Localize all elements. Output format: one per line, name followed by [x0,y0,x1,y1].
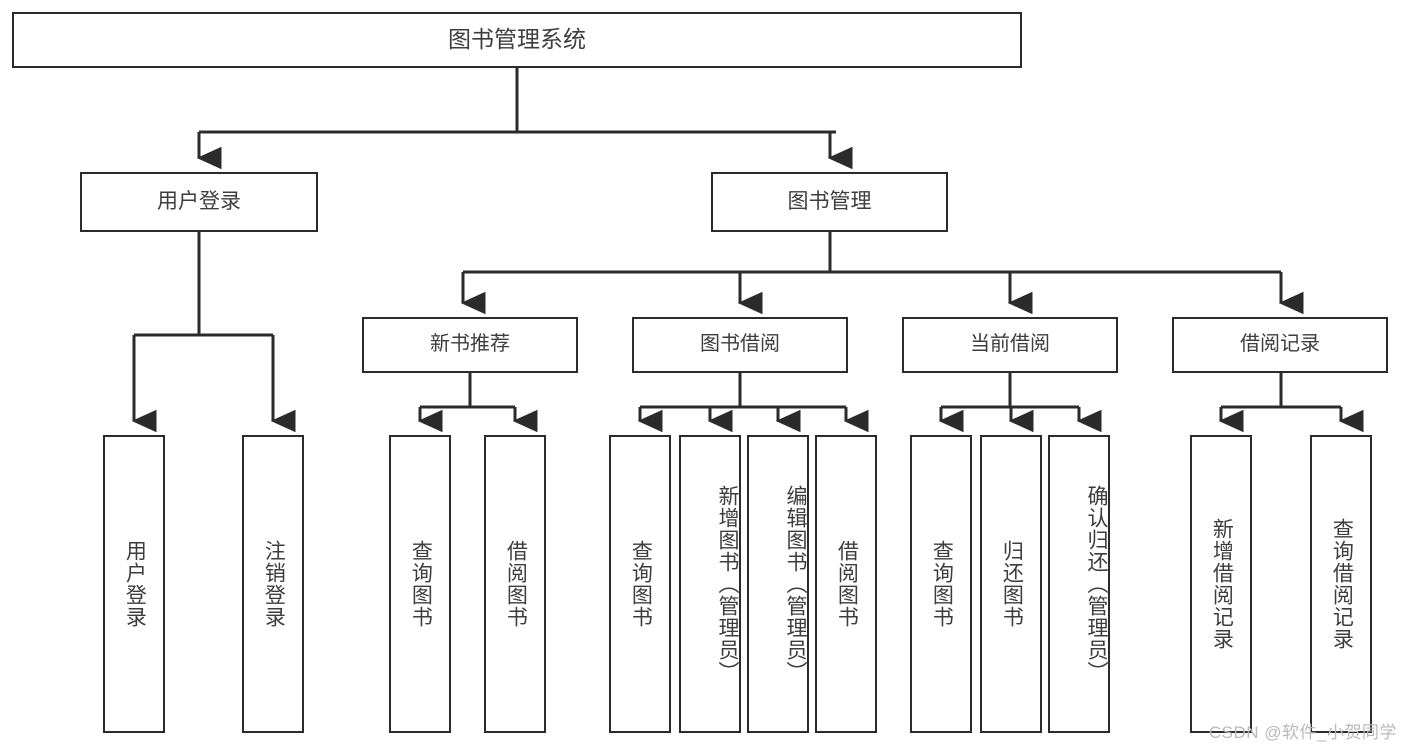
node-borrow-record[interactable]: 借阅记录 [1172,317,1388,373]
node-leaf-borrow-book-2-label: 借阅图书 [835,540,859,628]
node-new-book-rec-label: 新书推荐 [430,333,510,356]
node-leaf-add-record[interactable]: 新增借阅记录 [1190,435,1252,733]
node-leaf-edit-book[interactable]: 编辑图书（管理员） [747,435,809,733]
node-leaf-confirm-return[interactable]: 确认归还（管理员） [1048,435,1110,733]
node-leaf-borrow-book-1-label: 借阅图书 [504,540,528,628]
node-root[interactable]: 图书管理系统 [12,12,1022,68]
watermark: CSDN @软件_小贺同学 [1208,723,1397,742]
node-book-borrow[interactable]: 图书借阅 [632,317,848,373]
node-leaf-borrow-book-1[interactable]: 借阅图书 [484,435,546,733]
node-leaf-add-book-label: 新增图书（管理员） [716,485,739,683]
node-leaf-add-book[interactable]: 新增图书（管理员） [679,435,741,733]
node-leaf-query-book-3[interactable]: 查询图书 [910,435,972,733]
node-leaf-return-book[interactable]: 归还图书 [980,435,1042,733]
node-root-label: 图书管理系统 [448,26,586,53]
node-book-borrow-label: 图书借阅 [700,333,780,356]
node-leaf-return-book-label: 归还图书 [1000,540,1024,628]
node-leaf-query-book-2-label: 查询图书 [629,540,653,628]
node-leaf-user-login[interactable]: 用户登录 [103,435,165,733]
node-leaf-add-record-label: 新增借阅记录 [1210,518,1234,650]
node-leaf-query-record[interactable]: 查询借阅记录 [1310,435,1372,733]
node-leaf-query-book-1-label: 查询图书 [409,540,433,628]
node-book-manage[interactable]: 图书管理 [711,172,948,232]
node-leaf-user-logout-label: 注销登录 [262,540,286,628]
node-leaf-query-book-3-label: 查询图书 [930,540,954,628]
node-leaf-borrow-book-2[interactable]: 借阅图书 [815,435,877,733]
node-leaf-edit-book-label: 编辑图书（管理员） [784,485,807,683]
node-new-book-rec[interactable]: 新书推荐 [362,317,578,373]
node-leaf-confirm-return-label: 确认归还（管理员） [1085,485,1108,683]
node-leaf-user-login-label: 用户登录 [123,540,147,628]
node-leaf-user-logout[interactable]: 注销登录 [242,435,304,733]
node-leaf-query-record-label: 查询借阅记录 [1330,518,1354,650]
node-borrow-record-label: 借阅记录 [1240,333,1320,356]
node-book-manage-label: 图书管理 [787,189,872,213]
node-leaf-query-book-2[interactable]: 查询图书 [609,435,671,733]
node-user-login-label: 用户登录 [157,189,241,213]
node-user-login[interactable]: 用户登录 [80,172,318,232]
node-current-borrow-label: 当前借阅 [970,333,1050,356]
node-current-borrow[interactable]: 当前借阅 [902,317,1118,373]
node-leaf-query-book-1[interactable]: 查询图书 [389,435,451,733]
